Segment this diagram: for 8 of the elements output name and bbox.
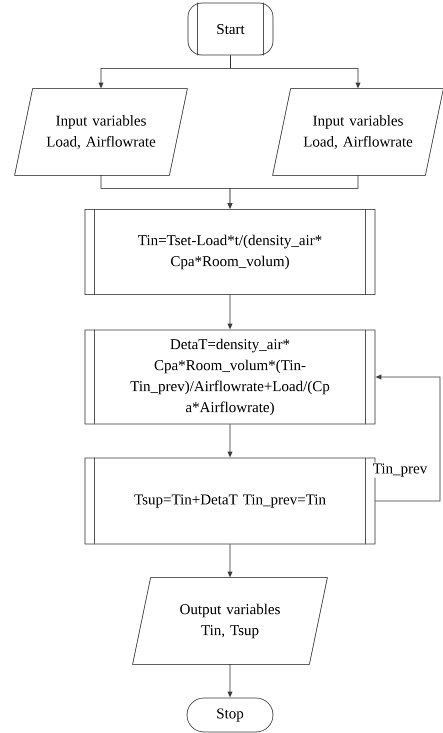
edge-label: Tin_prev [372,462,428,478]
input-output-parallelogram: Output variables Tin, Tsup [132,577,328,665]
input-output-parallelogram: Input variables Load, Airflowrate [14,88,188,176]
stop-terminal: Stop [186,698,274,732]
input-output-parallelogram: Input variables Load, Airflowrate [272,88,443,176]
predefined-process-box: DetaT=density_air* Cpa*Room_volum*(Tin- Tin_prev)/Airflowrate+Load/(Cp a*Airflowrate) [84,329,376,425]
start-terminal: Start [188,2,274,56]
predefined-process-box: Tin=Tset-Load*t/(density_air* Cpa*Room_volum) [84,208,376,296]
